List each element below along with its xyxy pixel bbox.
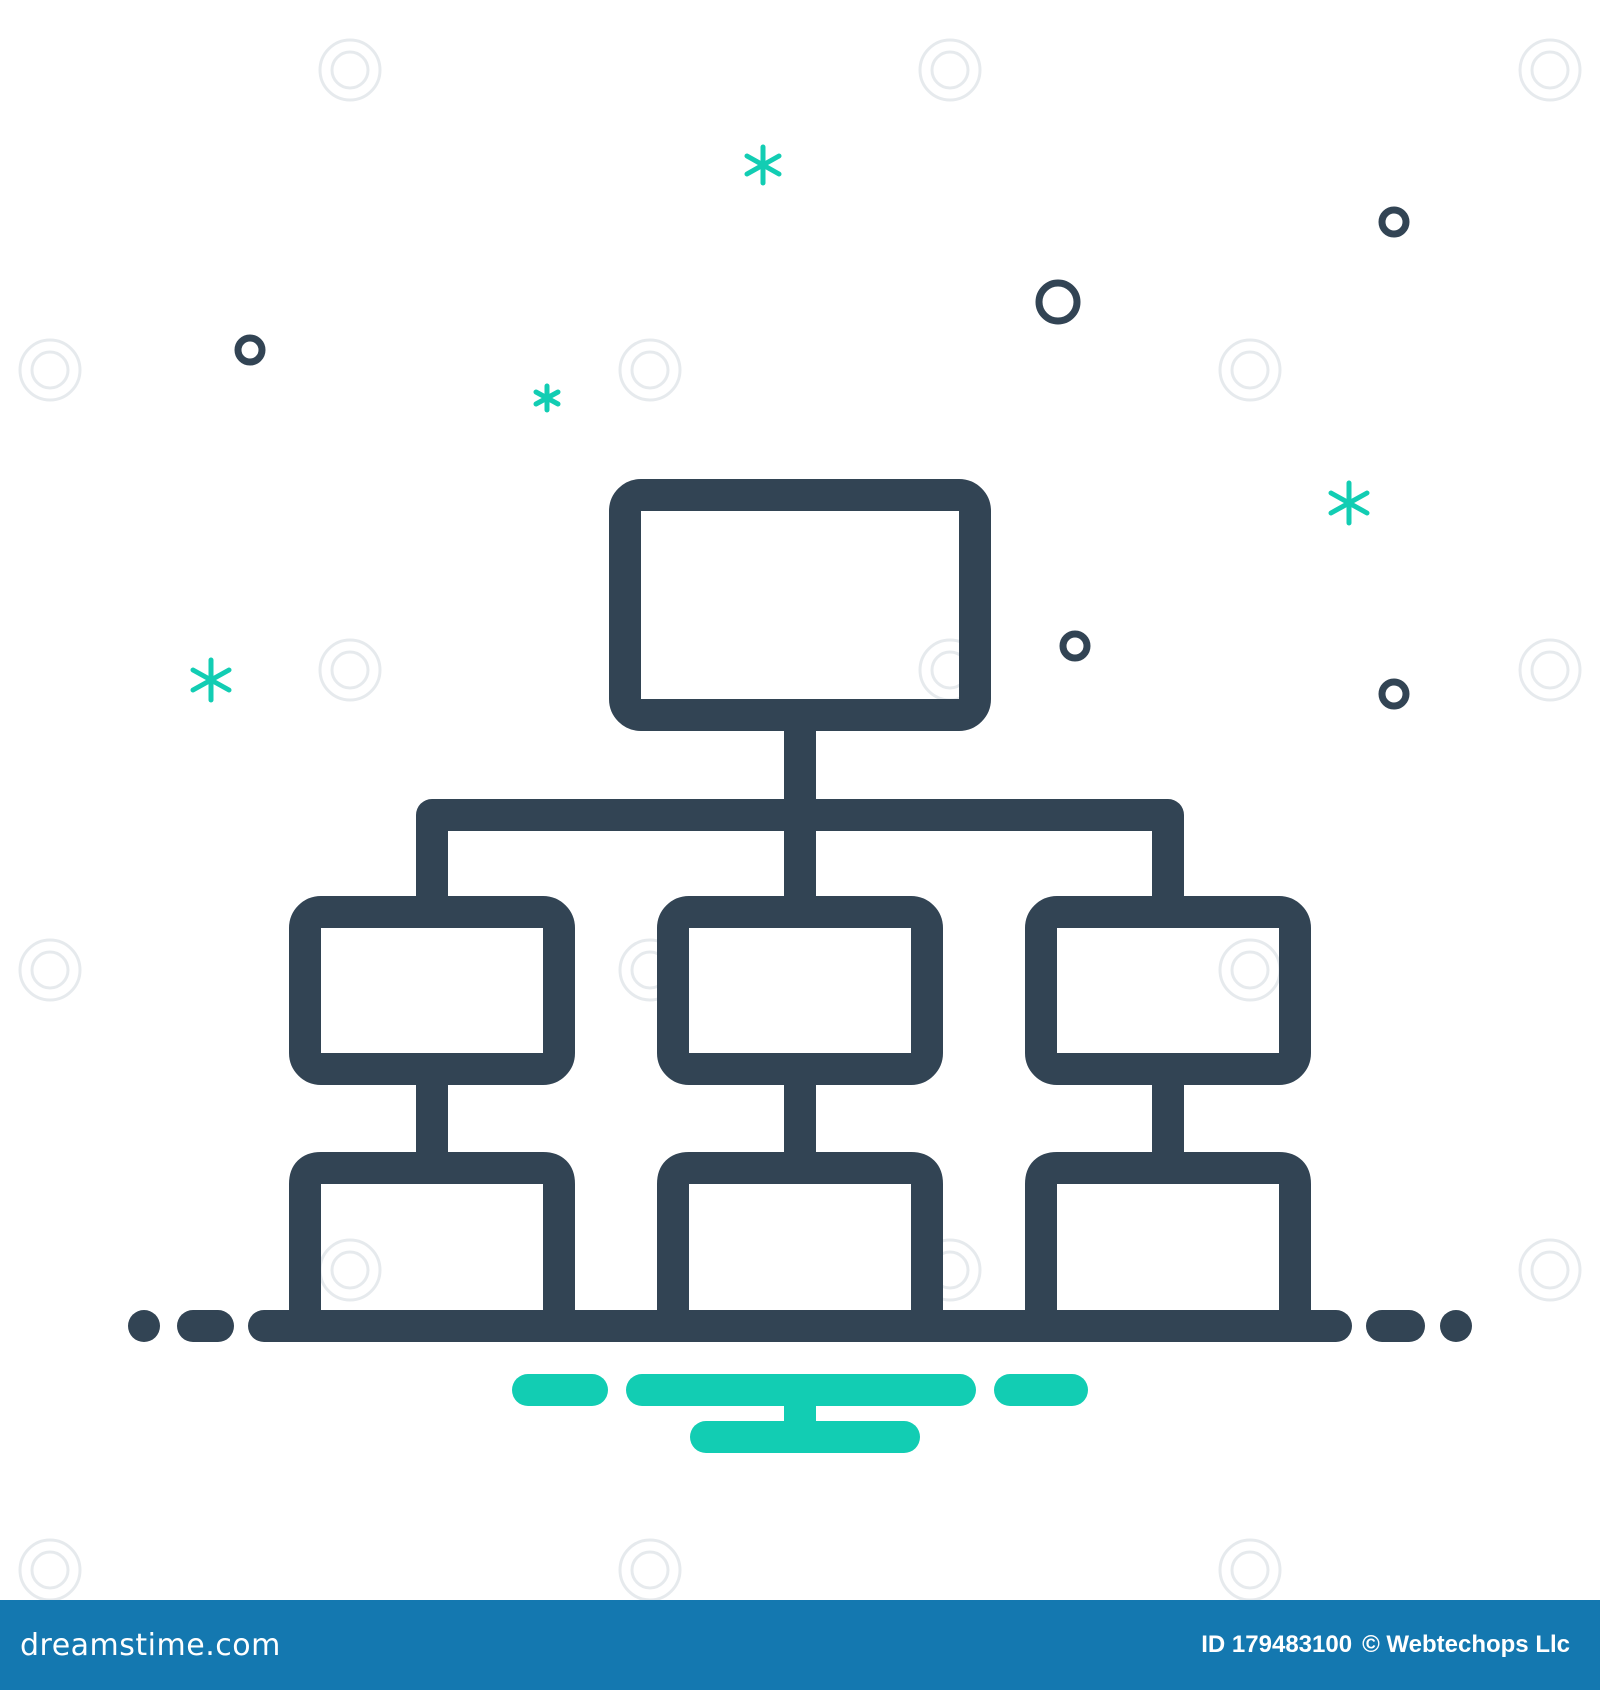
circle-icon (234, 334, 266, 366)
decorative-asterisks (190, 144, 1370, 703)
image-id: ID 179483100 (1201, 1631, 1353, 1658)
circle-icon (1059, 630, 1091, 662)
circle-icon (1378, 678, 1410, 710)
org-chart-illustration (18, 38, 1582, 1600)
asterisk-icon (533, 383, 561, 413)
image-credit: ID 179483100 © Webtechops Llc (1201, 1631, 1570, 1659)
watermark-pattern (18, 38, 1582, 1600)
hierarchy-icon (248, 479, 1352, 1342)
circle-icon (1035, 279, 1081, 325)
accent-base-dashes (512, 1374, 1088, 1453)
asterisk-icon (190, 657, 232, 703)
leaf-node-box-center (657, 1152, 943, 1342)
circle-icon (1378, 206, 1410, 238)
asterisk-icon (744, 144, 782, 186)
child-node-box-center (657, 896, 943, 1085)
leaf-node-box-left (289, 1152, 575, 1342)
child-node-box-left (289, 896, 575, 1085)
asterisk-icon (1328, 480, 1370, 526)
leaf-node-box-right (1025, 1152, 1311, 1342)
copyright-text: © Webtechops Llc (1362, 1631, 1570, 1658)
child-node-box-right (1025, 896, 1311, 1085)
footer-bar: dreamstime.com ID 179483100 © Webtechops… (0, 1600, 1600, 1690)
decorative-circles (234, 206, 1410, 710)
brand-logo[interactable]: dreamstime.com (20, 1627, 281, 1663)
